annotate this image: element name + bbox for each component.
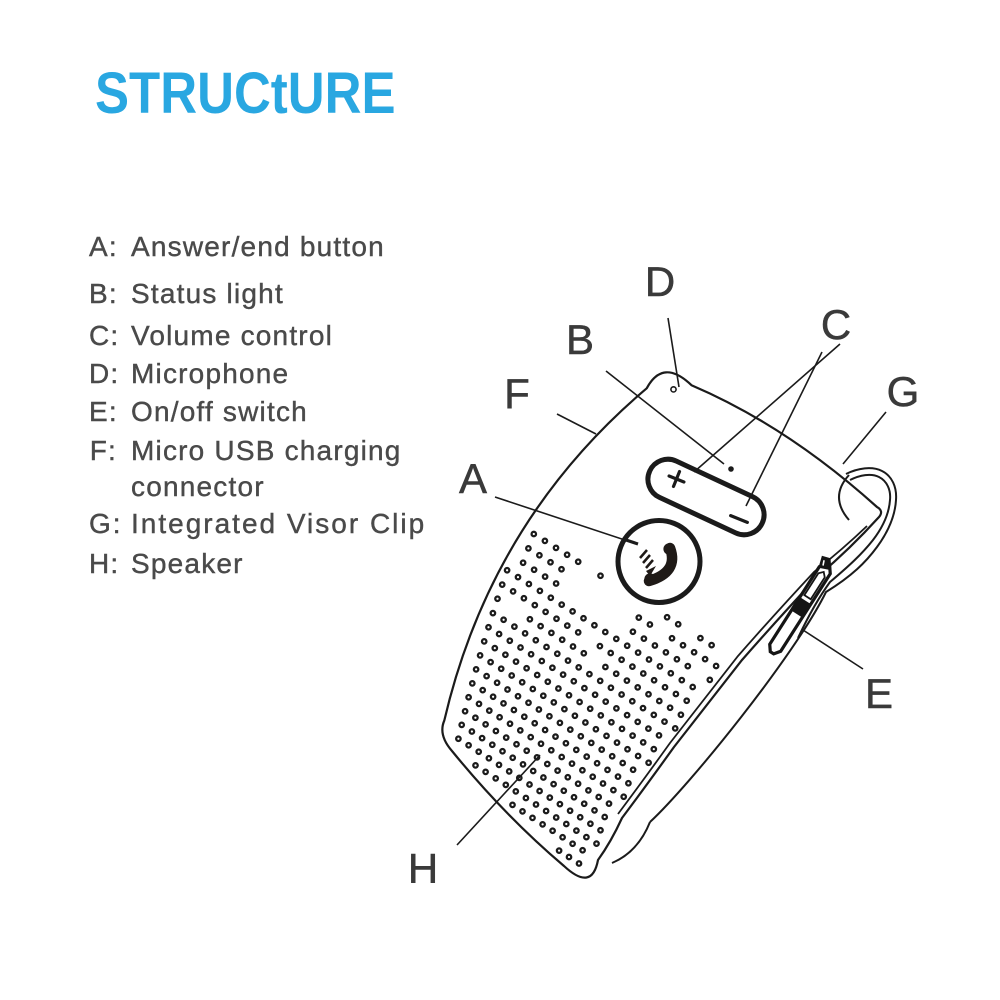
svg-text:A: A	[459, 455, 487, 502]
svg-text:B: B	[566, 316, 594, 363]
svg-text:E: E	[865, 670, 893, 717]
svg-text:H: H	[408, 845, 438, 892]
svg-text:D: D	[645, 258, 675, 305]
svg-text:C: C	[821, 301, 851, 348]
svg-text:G: G	[887, 368, 920, 415]
svg-text:F: F	[504, 370, 530, 417]
